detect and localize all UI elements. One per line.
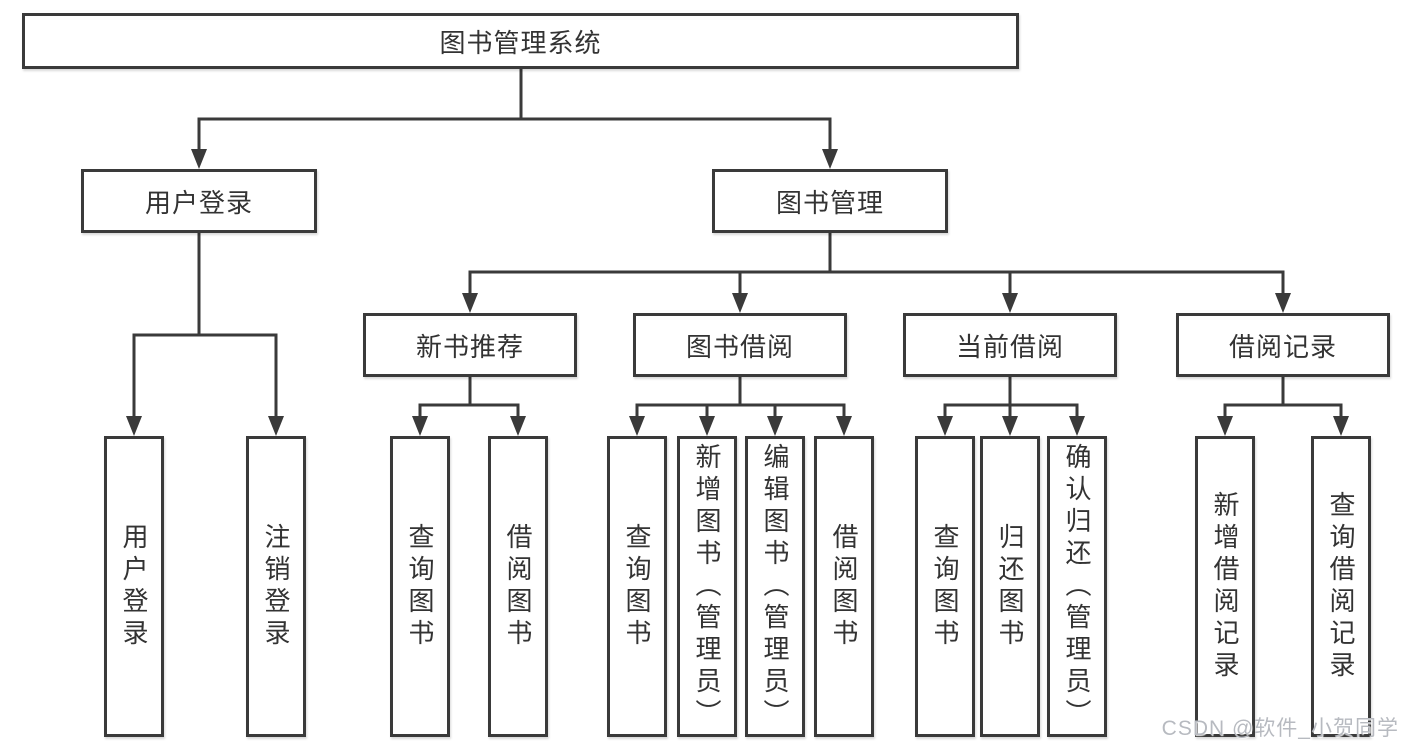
- leaf-current-query: 查询图书: [915, 436, 975, 737]
- node-new-book-recommend-label: 新书推荐: [415, 331, 524, 362]
- leaf-logout: 注销登录: [246, 436, 306, 737]
- leaf-newbook-borrow: 借阅图书: [488, 436, 548, 737]
- leaf-logout-label: 注销登录: [261, 522, 291, 651]
- node-new-book-recommend: 新书推荐: [363, 313, 577, 377]
- leaf-borrow-query-label: 查询图书: [622, 522, 652, 651]
- node-book-borrow-label: 图书借阅: [685, 331, 794, 362]
- node-user-login-label: 用户登录: [144, 187, 253, 218]
- csdn-watermark: CSDN @软件_小贺同学: [1161, 717, 1399, 740]
- leaf-user-login: 用户登录: [104, 436, 164, 737]
- leaf-newbook-query: 查询图书: [390, 436, 450, 737]
- leaf-record-query-label: 查询借阅记录: [1326, 490, 1356, 683]
- leaf-record-query: 查询借阅记录: [1311, 436, 1371, 737]
- node-book-management-label: 图书管理: [775, 187, 884, 218]
- leaf-borrow-query: 查询图书: [607, 436, 667, 737]
- node-book-management: 图书管理: [712, 169, 948, 233]
- leaf-record-add-label: 新增借阅记录: [1210, 490, 1240, 683]
- leaf-borrow-edit-admin-label: 编辑图书（管理员）: [760, 442, 790, 731]
- leaf-borrow-book: 借阅图书: [814, 436, 874, 737]
- leaf-borrow-add-admin-label: 新增图书（管理员）: [692, 442, 722, 731]
- leaf-current-confirm-admin-label: 确认归还（管理员）: [1062, 442, 1092, 731]
- leaf-current-confirm-admin: 确认归还（管理员）: [1047, 436, 1107, 737]
- leaf-user-login-label: 用户登录: [119, 522, 149, 651]
- leaf-current-query-label: 查询图书: [930, 522, 960, 651]
- node-current-borrow: 当前借阅: [903, 313, 1117, 377]
- arrowheads: [126, 149, 1349, 436]
- node-borrow-record-label: 借阅记录: [1228, 331, 1337, 362]
- leaf-current-return-label: 归还图书: [995, 522, 1025, 651]
- node-user-login: 用户登录: [81, 169, 317, 233]
- node-root-label: 图书管理系统: [439, 27, 602, 58]
- leaf-borrow-edit-admin: 编辑图书（管理员）: [745, 436, 805, 737]
- node-current-borrow-label: 当前借阅: [955, 331, 1064, 362]
- leaf-record-add: 新增借阅记录: [1195, 436, 1255, 737]
- leaf-newbook-borrow-label: 借阅图书: [503, 522, 533, 651]
- leaf-newbook-query-label: 查询图书: [405, 522, 435, 651]
- node-book-borrow: 图书借阅: [633, 313, 847, 377]
- leaf-current-return: 归还图书: [980, 436, 1040, 737]
- leaf-borrow-add-admin: 新增图书（管理员）: [677, 436, 737, 737]
- tree-edges: [132, 69, 1343, 418]
- node-borrow-record: 借阅记录: [1176, 313, 1390, 377]
- leaf-borrow-book-label: 借阅图书: [829, 522, 859, 651]
- node-root: 图书管理系统: [22, 13, 1019, 69]
